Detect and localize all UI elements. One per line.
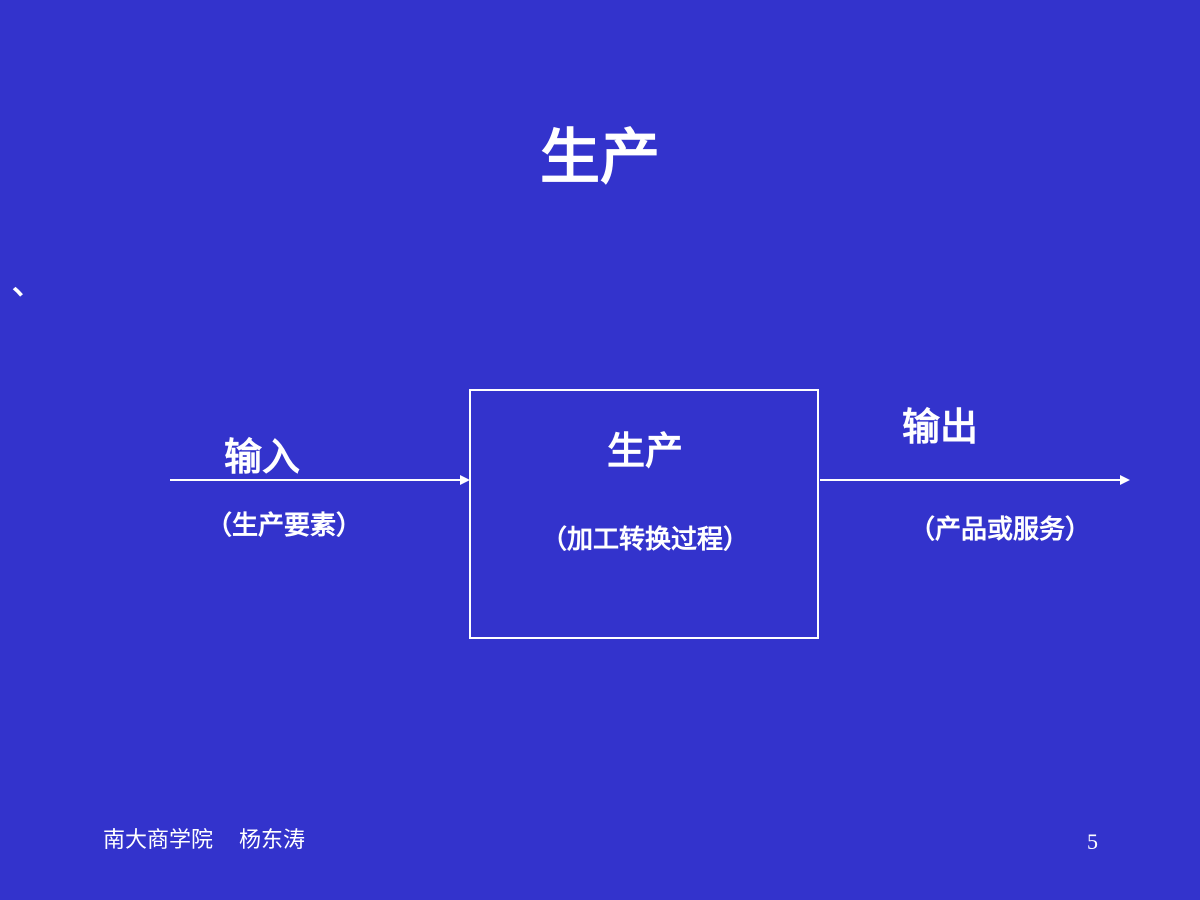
process-box xyxy=(469,389,819,639)
output-sublabel: （产品或服务） xyxy=(909,515,1092,545)
slide-title: 生产 xyxy=(540,123,660,193)
process-label: 生产 xyxy=(606,429,683,473)
page-number: 5 xyxy=(1087,829,1098,854)
footer-institution: 南大商学院 xyxy=(103,828,214,853)
input-sublabel: （生产要素） xyxy=(206,511,363,541)
input-arrowhead xyxy=(460,475,470,485)
footer-author: 杨东涛 xyxy=(239,828,306,853)
output-arrowhead xyxy=(1120,475,1130,485)
process-sublabel: （加工转换过程） xyxy=(540,525,749,555)
input-label: 输入 xyxy=(224,435,301,479)
footer-credit: 南大商学院杨东涛 xyxy=(103,827,305,855)
stray-tick-mark: 、 xyxy=(12,267,42,302)
output-label: 输出 xyxy=(902,405,979,449)
